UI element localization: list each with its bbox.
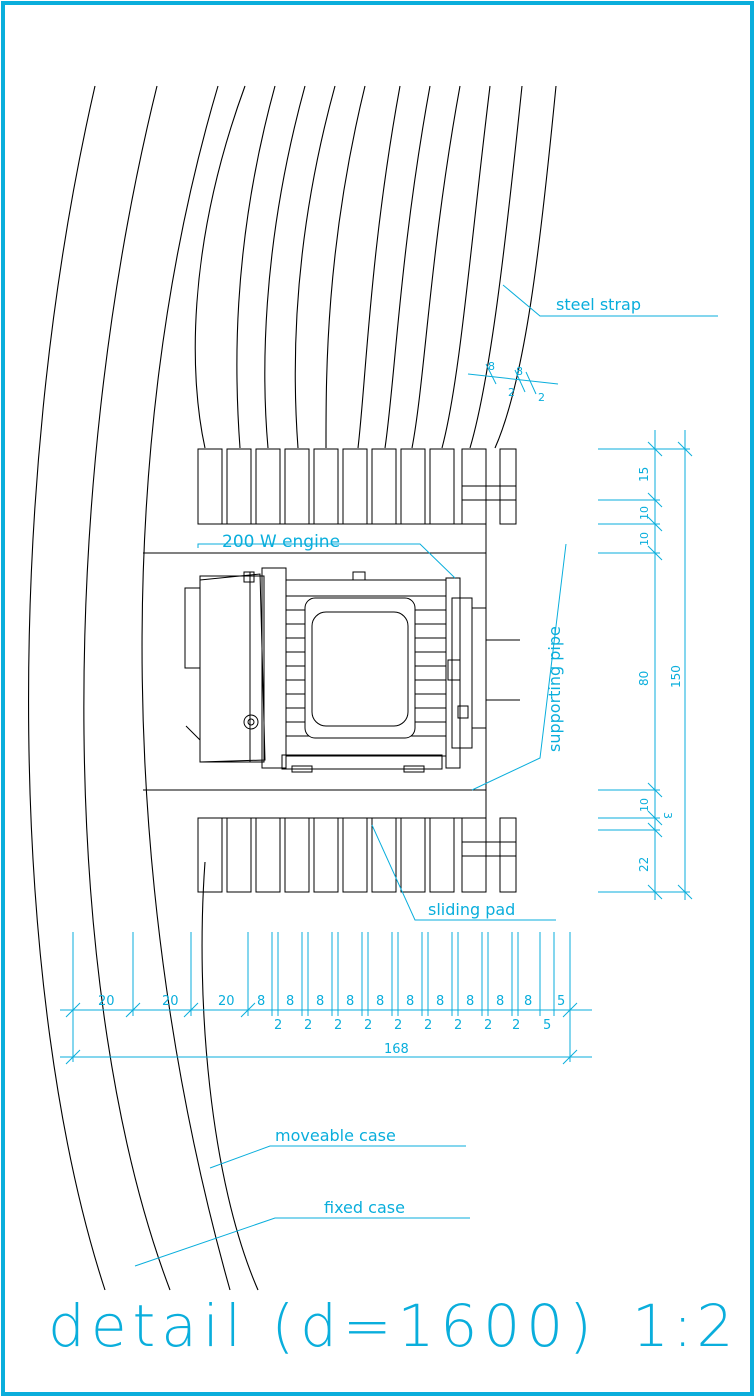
right-dim-80: 80 [637,671,651,686]
bottom-sub-dim: 2 [274,1018,282,1033]
bottom-sub-dim: 2 [512,1018,520,1033]
leader-lines [134,284,718,1267]
bottom-dim: 8 [524,994,532,1009]
bottom-dim: 20 [218,994,235,1009]
bottom-dim: 5 [557,994,565,1009]
total-dim: 168 [384,1042,409,1057]
bottom-dim: 8 [316,994,324,1009]
right-dim-10a: 10 [638,506,651,520]
bottom-sub-dim: 2 [424,1018,432,1033]
strap-dim-d: 2 [538,391,545,404]
bottom-sub-dim: 2 [454,1018,462,1033]
bottom-dim: 8 [466,994,474,1009]
bottom-dim: 8 [257,994,265,1009]
strap-arcs [28,85,557,1291]
right-dim-10c: 10 [638,798,651,812]
strap-dim-b: 8 [516,365,523,378]
bottom-dim: 20 [162,994,179,1009]
bottom-dim: 20 [98,994,115,1009]
bottom-dim: 8 [346,994,354,1009]
right-dim-150: 150 [669,665,683,688]
steel-strap-label: steel strap [556,295,641,314]
bottom-sub-dim: 2 [304,1018,312,1033]
bottom-sub-dim: 5 [543,1018,551,1033]
bottom-dim: 8 [496,994,504,1009]
motor [184,567,487,773]
bottom-dim: 8 [286,994,294,1009]
moveable-case-label: moveable case [275,1126,396,1145]
right-dimensions [598,430,693,900]
bottom-dim: 8 [436,994,444,1009]
right-dim-3: 3 [661,812,674,819]
bottom-sub-dim: 2 [484,1018,492,1033]
supporting-pipe-label: supporting pipe [545,626,564,752]
bottom-dim: 8 [406,994,414,1009]
right-dim-22: 22 [637,857,651,872]
strap-dim-c: 2 [508,386,515,399]
bottom-sub-dim: 2 [334,1018,342,1033]
right-dim-15: 15 [637,467,651,482]
strap-dim-a: 8 [488,360,495,373]
bottom-dimensions [60,932,592,1065]
drawing-scale: 1:2 [632,1292,737,1360]
engine-label: 200 W engine [222,532,340,552]
sliding-pad-label: sliding pad [428,900,515,919]
right-dim-10b: 10 [638,532,651,546]
bottom-sub-dim: 2 [364,1018,372,1033]
fixed-case-label: fixed case [324,1198,405,1217]
drawing-title: detail (d=1600) [48,1292,598,1360]
bottom-dim: 8 [376,994,384,1009]
sliding-pads-bottom [197,817,517,893]
bottom-sub-dim: 2 [394,1018,402,1033]
